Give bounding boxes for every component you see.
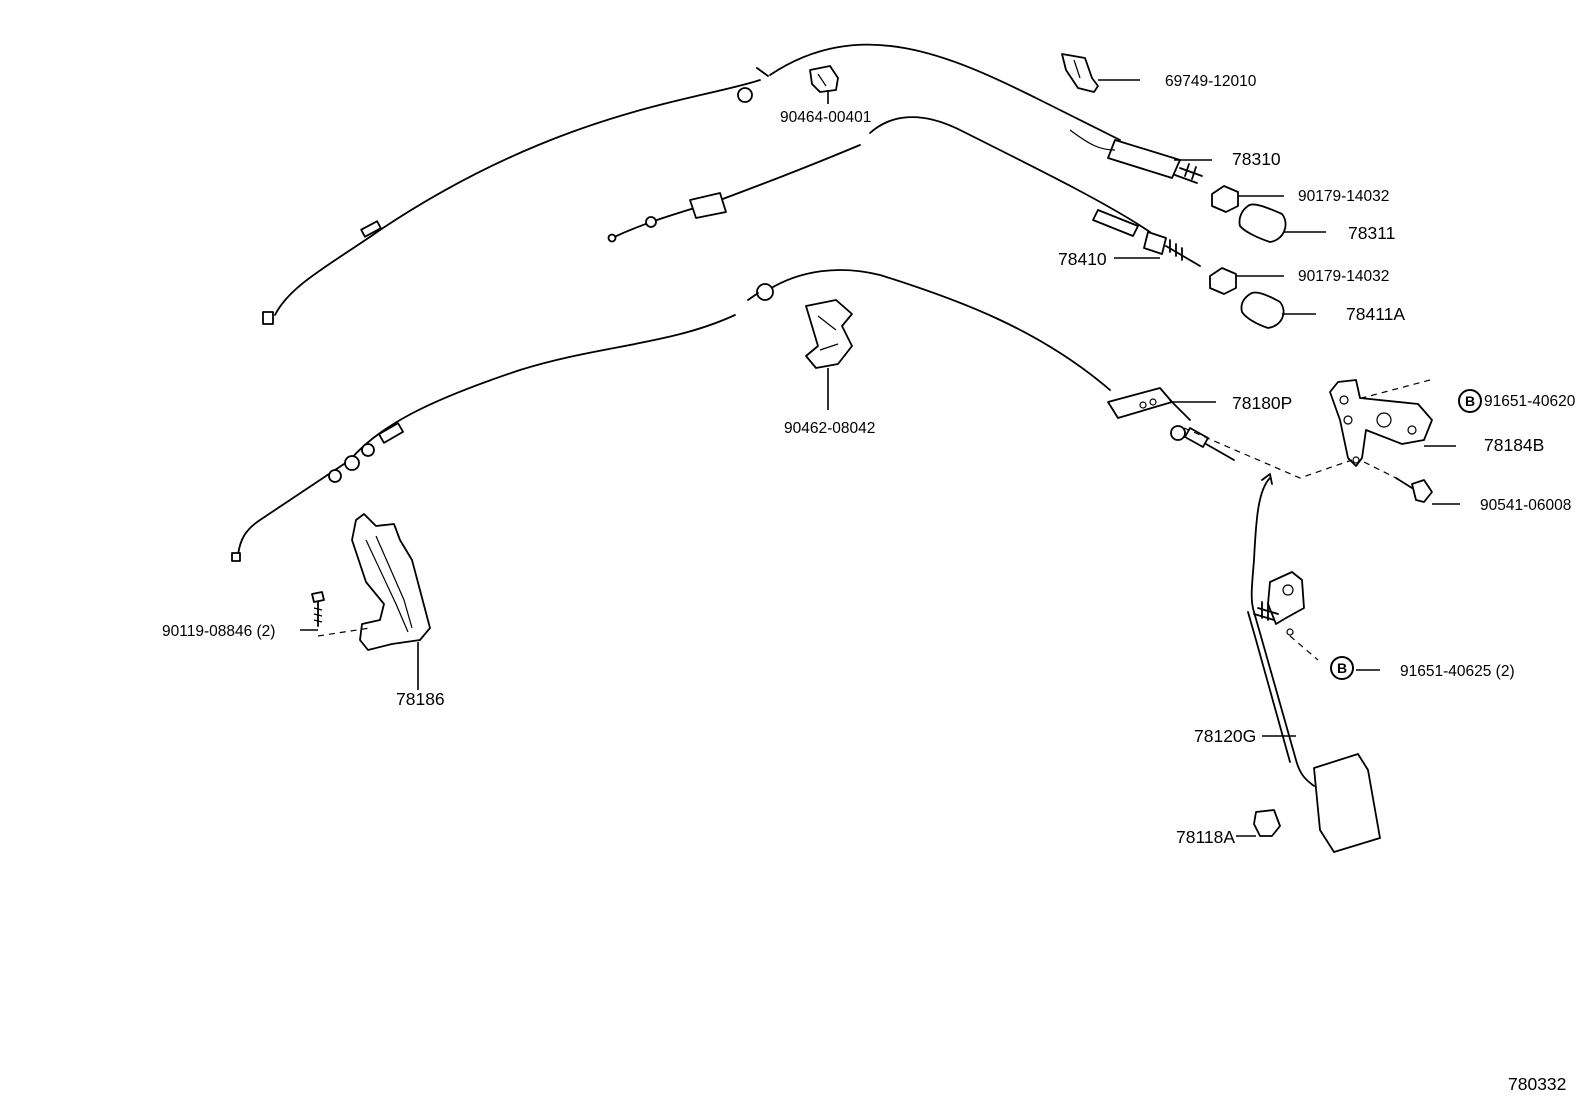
dash-line-78186	[317, 627, 371, 637]
bracket-78186	[351, 513, 431, 651]
dash-line-pivot	[1289, 635, 1319, 661]
nut-90179-14032-a	[1211, 185, 1239, 213]
bolt-90119-08846	[311, 591, 325, 627]
cable-78180P	[231, 269, 1235, 562]
label-91651-40625: 91651-40625 (2)	[1400, 663, 1515, 680]
label-78411A: 78411A	[1346, 304, 1405, 324]
label-90179-14032-a: 90179-14032	[1298, 188, 1389, 205]
leader-lines	[300, 79, 1460, 837]
label-90462-08042: 90462-08042	[784, 420, 875, 437]
label-90179-14032-b: 90179-14032	[1298, 268, 1389, 285]
mark-b-lower-text: B	[1337, 660, 1347, 676]
label-90464-00401: 90464-00401	[780, 109, 871, 126]
pedal-78120G	[1247, 473, 1381, 853]
dash-line-cable-end	[1183, 427, 1353, 479]
dash-line-upper	[1361, 379, 1431, 399]
label-90119-08846: 90119-08846 (2)	[162, 623, 275, 640]
grommet-78311	[1238, 203, 1287, 243]
label-78118A: 78118A	[1176, 827, 1235, 847]
mark-b-upper: B	[1458, 389, 1482, 413]
label-78311: 78311	[1348, 223, 1395, 243]
bracket-78184B	[1329, 379, 1433, 467]
mark-b-upper-text: B	[1465, 393, 1475, 409]
bolt-90541-06008	[1395, 477, 1433, 503]
clip-90462-08042	[805, 299, 853, 369]
label-78310: 78310	[1232, 149, 1281, 169]
clip-69749-12010	[1061, 53, 1099, 93]
label-78186: 78186	[396, 689, 445, 709]
grommet-78411A	[1240, 291, 1285, 329]
dash-line-bolt	[1363, 461, 1401, 481]
label-78410: 78410	[1058, 249, 1107, 269]
mark-b-lower: B	[1330, 656, 1354, 680]
clip-90464-00401	[809, 65, 839, 93]
diagram-id: 780332	[1508, 1074, 1566, 1094]
cable-78310	[262, 43, 1203, 325]
cable-78410	[607, 116, 1201, 267]
label-91651-40620: 91651-40620	[1484, 393, 1576, 410]
label-69749-12010: 69749-12010	[1165, 73, 1257, 90]
label-78184B: 78184B	[1484, 435, 1544, 455]
label-78180P: 78180P	[1232, 393, 1292, 413]
nut-90179-14032-b	[1209, 267, 1237, 295]
label-90541-06008: 90541-06008	[1480, 497, 1571, 514]
label-78120G: 78120G	[1194, 726, 1256, 746]
stopper-78118A	[1253, 809, 1281, 837]
